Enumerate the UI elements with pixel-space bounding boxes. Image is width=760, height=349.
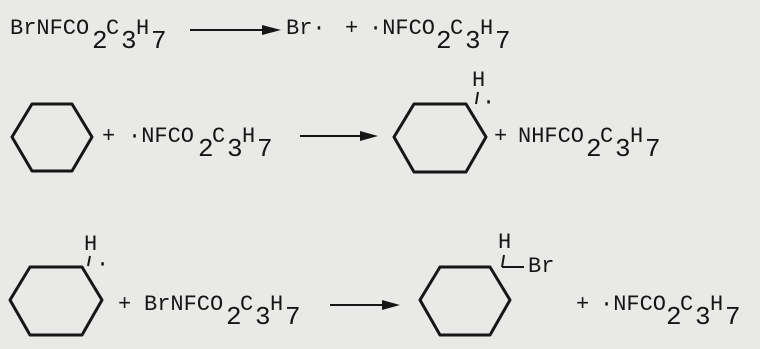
reaction-1-reactant-sub: 3 xyxy=(121,26,137,56)
reaction-2-reagent-sub: 2 xyxy=(198,134,214,164)
reaction-2-byproduct-sub: 3 xyxy=(615,134,631,164)
reaction-3-byproduct-sub: 3 xyxy=(695,302,711,332)
reaction-1-product-sub: 7 xyxy=(495,26,511,56)
reaction-2-reagent-sub: 3 xyxy=(227,134,243,164)
reaction-2-reagent-h: H xyxy=(242,124,256,149)
reaction-3-radical-h: H xyxy=(84,232,98,257)
cyclohexyl-radical-ring-3 xyxy=(8,265,104,337)
reaction-1-reactant-sub: 2 xyxy=(92,26,108,56)
radical-c-h-bond-3 xyxy=(87,255,91,267)
reaction-1-product-h: H xyxy=(480,16,494,41)
reaction-1-product-sub: 2 xyxy=(436,26,452,56)
reaction-3-product-br: Br xyxy=(528,254,555,279)
reaction-2-reagent-sub: 7 xyxy=(257,134,273,164)
reaction-1-reactant-sub: 7 xyxy=(151,26,167,56)
reaction-2-radical-dot: · xyxy=(482,90,496,115)
reaction-1-nitrogen-radical: ·NFCO xyxy=(369,16,436,41)
reaction-1-reactant-h: H xyxy=(136,16,150,41)
reaction-3-nitrogen-radical: ·NFCO xyxy=(600,292,667,317)
radical-c-h-bond xyxy=(475,91,479,105)
reaction-3-plus: + xyxy=(118,292,132,317)
cyclohexane-ring xyxy=(10,102,94,173)
reaction-3-byproduct-sub: 2 xyxy=(666,302,682,332)
reaction-3-reagent-sub: 7 xyxy=(285,302,301,332)
reaction-2-nitrogen-radical: ·NFCO xyxy=(128,124,195,149)
reaction-1-reactant: BrNFCO xyxy=(10,16,90,41)
reaction-3-reagent-c: C xyxy=(240,292,254,317)
reaction-1-bromine-radical: Br· xyxy=(286,16,326,41)
reaction-1-product-sub: 3 xyxy=(465,26,481,56)
reaction-2-reagent-c: C xyxy=(212,124,226,149)
cyclohexyl-radical-ring xyxy=(392,102,488,174)
reaction-3-arrow xyxy=(330,300,400,310)
reaction-3-product-h: H xyxy=(498,230,512,255)
reaction-3-reagent-h: H xyxy=(270,292,284,317)
reaction-3-radical-dot: · xyxy=(96,252,110,277)
reaction-3-byproduct-h: H xyxy=(710,292,724,317)
c-h-bond xyxy=(501,254,505,268)
reaction-3-reagent: BrNFCO xyxy=(144,292,224,317)
reaction-2-plus: + xyxy=(494,124,508,149)
reaction-3-byproduct-c: C xyxy=(680,292,694,317)
bromocyclohexane-ring xyxy=(418,265,512,337)
reaction-3-plus: + xyxy=(576,292,590,317)
reaction-1-plus: + xyxy=(345,16,359,41)
reaction-1-product-c: C xyxy=(450,16,464,41)
reaction-2-byproduct-sub: 2 xyxy=(586,134,602,164)
reaction-2-plus: + xyxy=(102,124,116,149)
reaction-2-byproduct: NHFCO xyxy=(518,124,585,149)
reaction-1-arrow xyxy=(190,25,281,35)
reaction-3-reagent-sub: 3 xyxy=(255,302,271,332)
reaction-1-reactant-c: C xyxy=(106,16,120,41)
reaction-2-byproduct-c: C xyxy=(600,124,614,149)
reaction-2-byproduct-sub: 7 xyxy=(645,134,661,164)
reaction-3-reagent-sub: 2 xyxy=(226,302,242,332)
reaction-2-radical-h: H xyxy=(472,68,486,93)
reaction-2-arrow xyxy=(300,131,378,141)
reaction-2-byproduct-h: H xyxy=(630,124,644,149)
reaction-3-byproduct-sub: 7 xyxy=(725,302,741,332)
